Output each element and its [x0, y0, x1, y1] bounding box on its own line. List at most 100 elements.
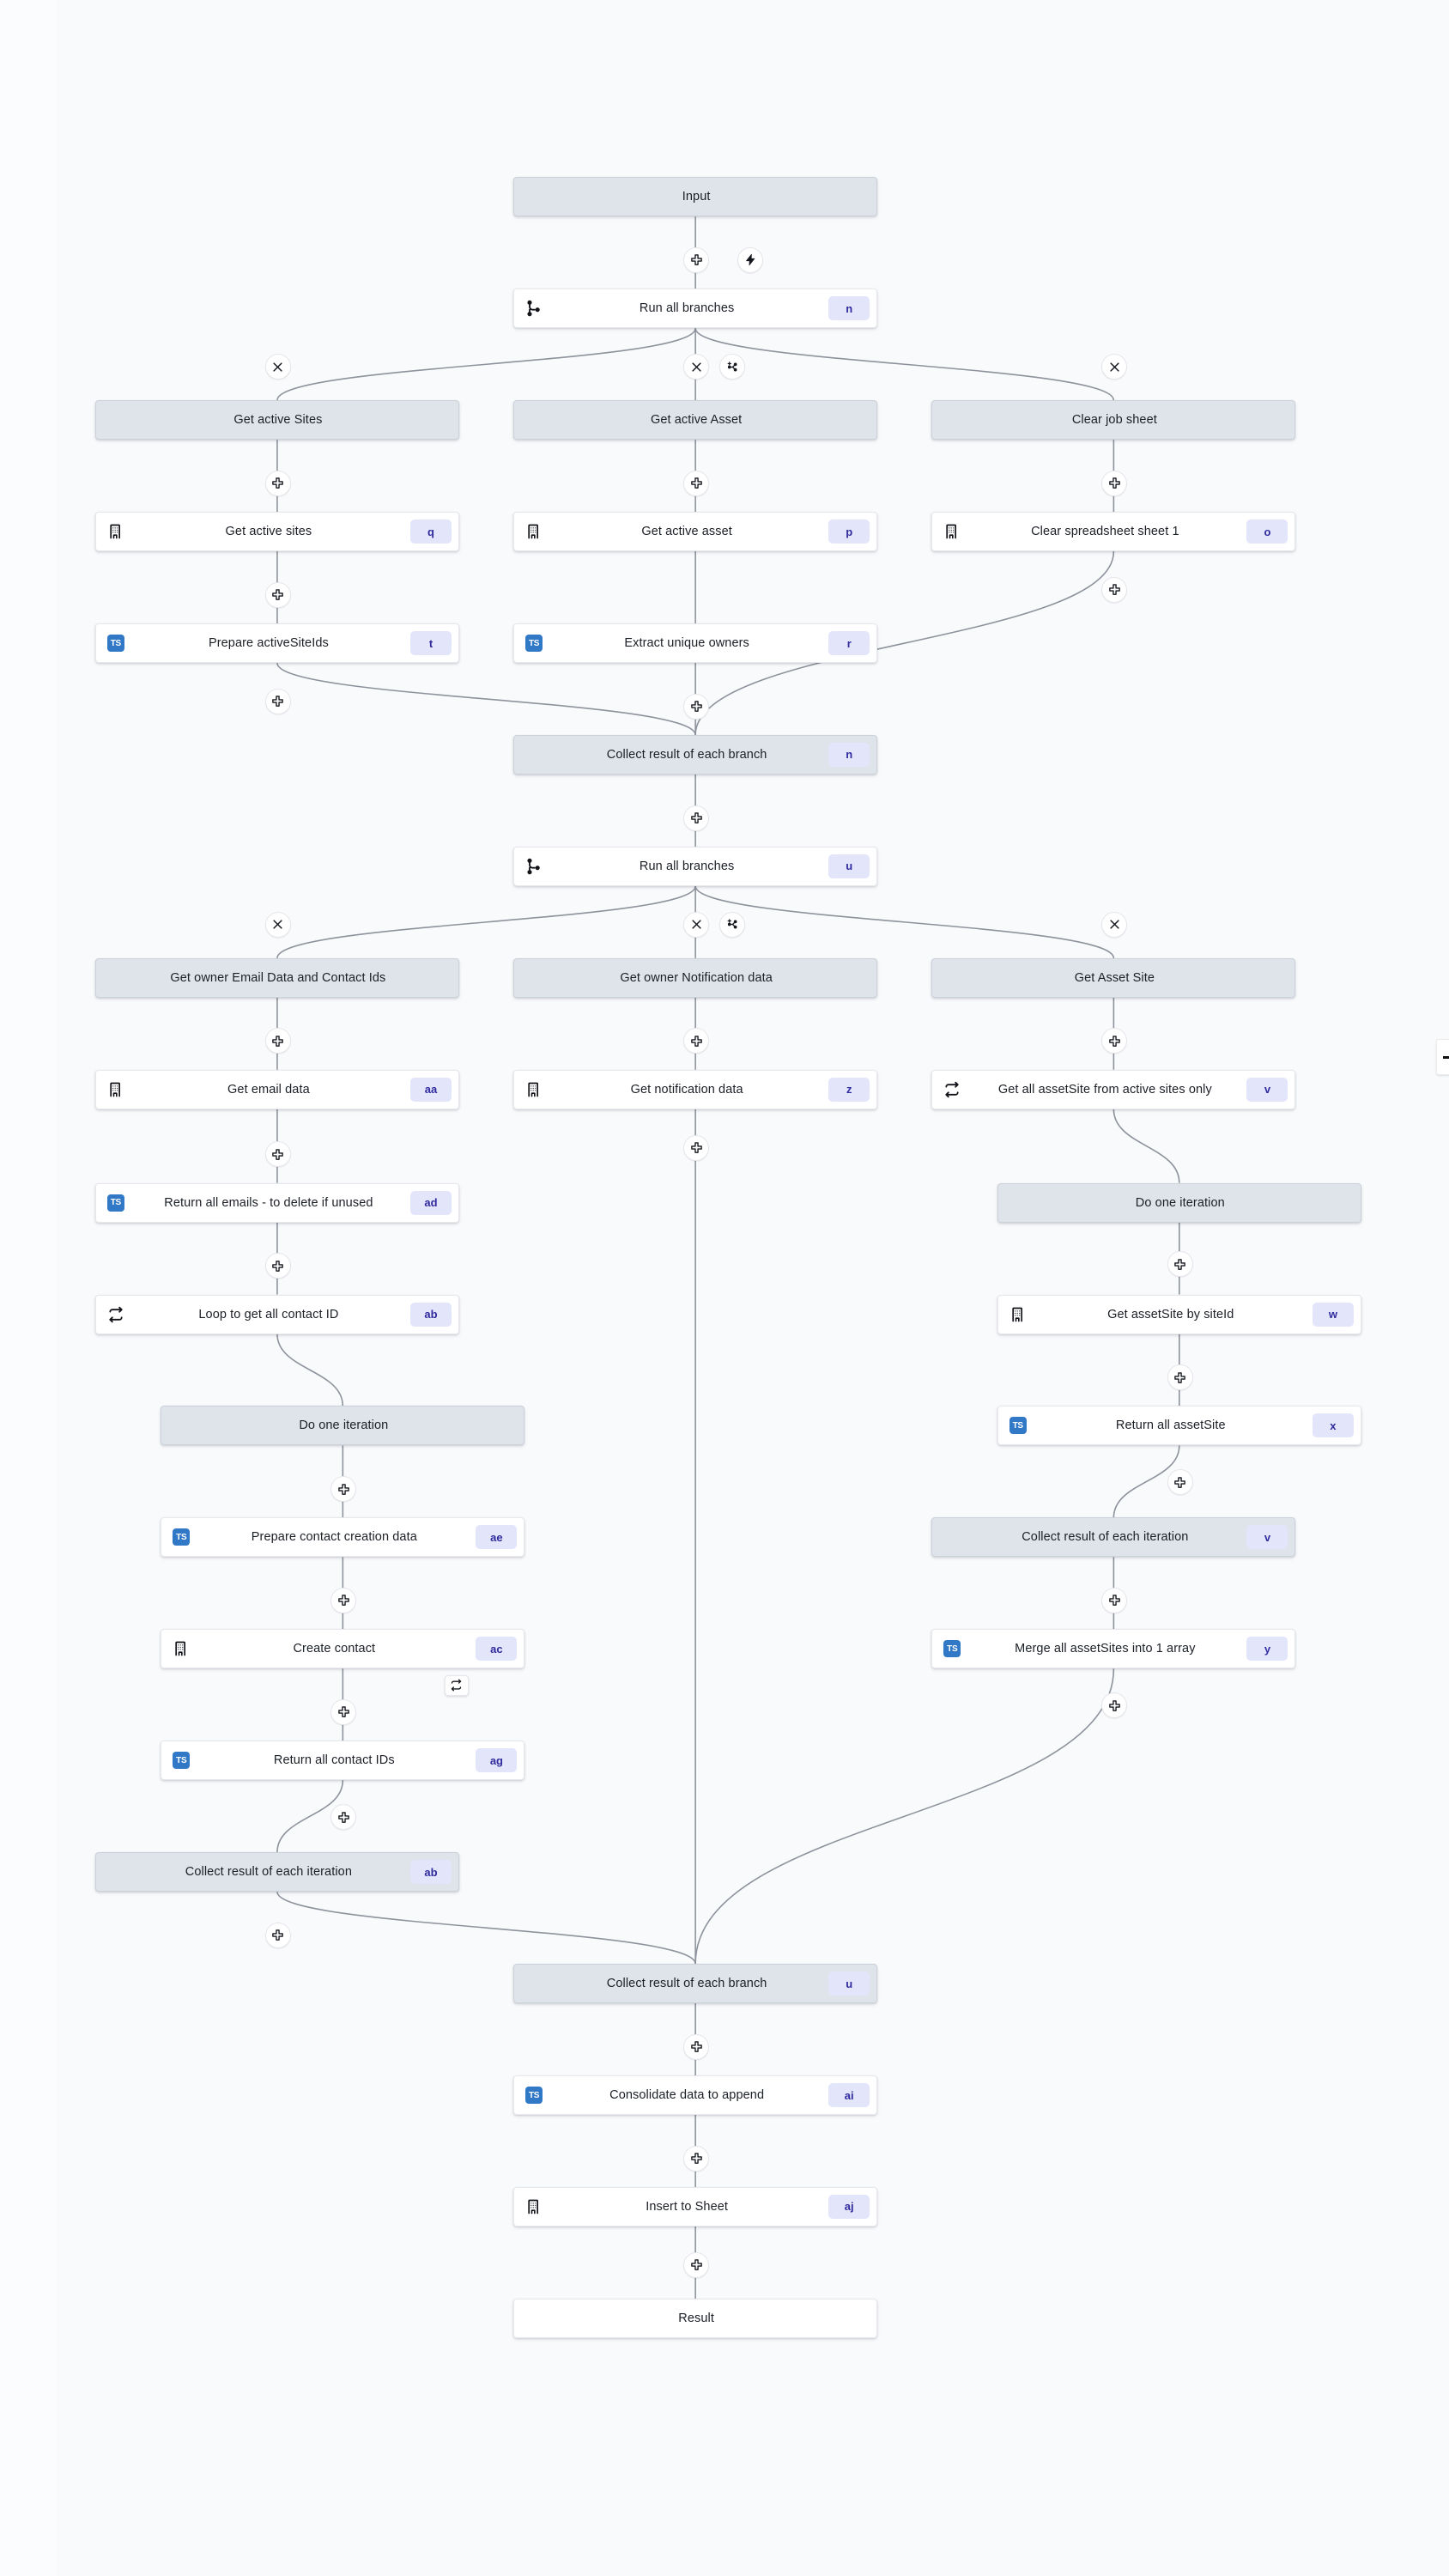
ts-icon: TS: [523, 632, 545, 654]
plus-icon-button[interactable]: [264, 1922, 291, 1948]
plus-icon-button[interactable]: [683, 246, 710, 273]
flow-node-v-loop[interactable]: Get all assetSite from active sites only…: [931, 1069, 1296, 1109]
ts-icon: TS: [105, 1192, 127, 1214]
flow-node-branch-sites[interactable]: Get active Sites: [94, 400, 459, 440]
plus-icon-button[interactable]: [330, 1698, 357, 1725]
flow-node-o[interactable]: Clear spreadsheet sheet 1 o: [931, 512, 1296, 552]
flow-node-input[interactable]: Input: [513, 177, 878, 217]
flow-node-result[interactable]: Result: [513, 2298, 878, 2338]
flow-node-label: Get owner Notification data: [620, 970, 773, 985]
close-icon-button[interactable]: [1101, 911, 1128, 938]
close-icon-button[interactable]: [683, 354, 710, 380]
plus-icon-button[interactable]: [683, 2033, 710, 2060]
plus-icon-button[interactable]: [1101, 1587, 1128, 1613]
flow-node-iter-right[interactable]: Do one iteration: [997, 1182, 1361, 1223]
add-branch-icon-button[interactable]: [719, 354, 746, 380]
plus-icon-button[interactable]: [330, 1804, 357, 1831]
plus-icon-button[interactable]: [683, 805, 710, 831]
close-icon-button[interactable]: [1101, 354, 1128, 380]
plus-icon-button[interactable]: [1167, 1251, 1193, 1278]
plus-icon-button[interactable]: [683, 1134, 710, 1161]
plus-icon-button[interactable]: [1167, 1364, 1193, 1391]
plus-icon-button[interactable]: [264, 1141, 291, 1168]
flow-node-label: Collect result of each iteration: [1022, 1530, 1189, 1545]
flow-node-label: Collect result of each branch: [606, 747, 767, 762]
plus-icon-button[interactable]: [683, 2145, 710, 2172]
canvas-side-control[interactable]: [1436, 1039, 1449, 1075]
flow-node-id-badge: ai: [828, 2083, 870, 2108]
plus-icon-button[interactable]: [1101, 470, 1128, 496]
close-icon-button[interactable]: [264, 911, 291, 938]
flow-node-id-badge: p: [828, 519, 870, 544]
flow-node-branch-job[interactable]: Clear job sheet: [931, 400, 1296, 440]
flow-node-branch-notif[interactable]: Get owner Notification data: [513, 957, 878, 998]
plus-icon-button[interactable]: [330, 1476, 357, 1502]
plus-icon-button[interactable]: [683, 2251, 710, 2278]
building-icon: [523, 2196, 545, 2218]
plus-icon-button[interactable]: [683, 693, 710, 720]
plus-icon-button[interactable]: [264, 688, 291, 714]
loop-icon: [941, 1078, 963, 1101]
plus-icon-button[interactable]: [264, 1253, 291, 1279]
building-icon: [941, 520, 963, 543]
add-branch-icon-button[interactable]: [719, 911, 746, 938]
plus-icon-button[interactable]: [1167, 1469, 1193, 1496]
flow-node-id-badge: ag: [476, 1748, 518, 1773]
plus-icon-button[interactable]: [264, 470, 291, 496]
flow-node-branch-asset[interactable]: Get active Asset: [513, 400, 878, 440]
flow-node-label: Get active sites: [225, 525, 312, 539]
bolt-icon-button[interactable]: [737, 246, 764, 273]
flow-node-id-badge: ae: [476, 1525, 518, 1550]
flow-node-q[interactable]: Get active sites q: [94, 512, 459, 552]
flow-node-label: Get notification data: [630, 1082, 743, 1097]
flow-node-id-badge: r: [828, 631, 870, 656]
plus-icon-button[interactable]: [683, 1028, 710, 1054]
plus-icon-button[interactable]: [330, 1587, 357, 1613]
plus-icon-button[interactable]: [683, 470, 710, 496]
flow-node-iter-left[interactable]: Do one iteration: [161, 1406, 525, 1446]
plus-icon-button[interactable]: [264, 1028, 291, 1054]
plus-icon-button[interactable]: [1101, 1028, 1128, 1054]
flow-node-id-badge: o: [1246, 519, 1288, 544]
flow-node-label: Input: [682, 190, 711, 204]
branch-icon: [523, 855, 545, 878]
close-icon-button[interactable]: [264, 354, 291, 380]
branch-icon: [523, 297, 545, 319]
flow-node-branch-assite[interactable]: Get Asset Site: [931, 957, 1296, 998]
flow-node-label: Result: [678, 2311, 714, 2325]
plus-icon-button[interactable]: [264, 581, 291, 608]
dash-icon: [1442, 1055, 1449, 1059]
plus-icon-button[interactable]: [1101, 576, 1128, 603]
retry-loop-badge[interactable]: [444, 1674, 469, 1696]
flow-node-id-badge: ab: [409, 1302, 452, 1327]
close-icon-button[interactable]: [683, 911, 710, 938]
flow-node-branch-email[interactable]: Get owner Email Data and Contact Ids: [94, 957, 459, 998]
plus-icon-button[interactable]: [1101, 1692, 1128, 1719]
ts-icon: TS: [941, 1637, 963, 1660]
building-icon: [105, 1078, 127, 1101]
flow-node-label: Clear spreadsheet sheet 1: [1031, 525, 1179, 539]
flow-node-id-badge: q: [409, 519, 452, 544]
